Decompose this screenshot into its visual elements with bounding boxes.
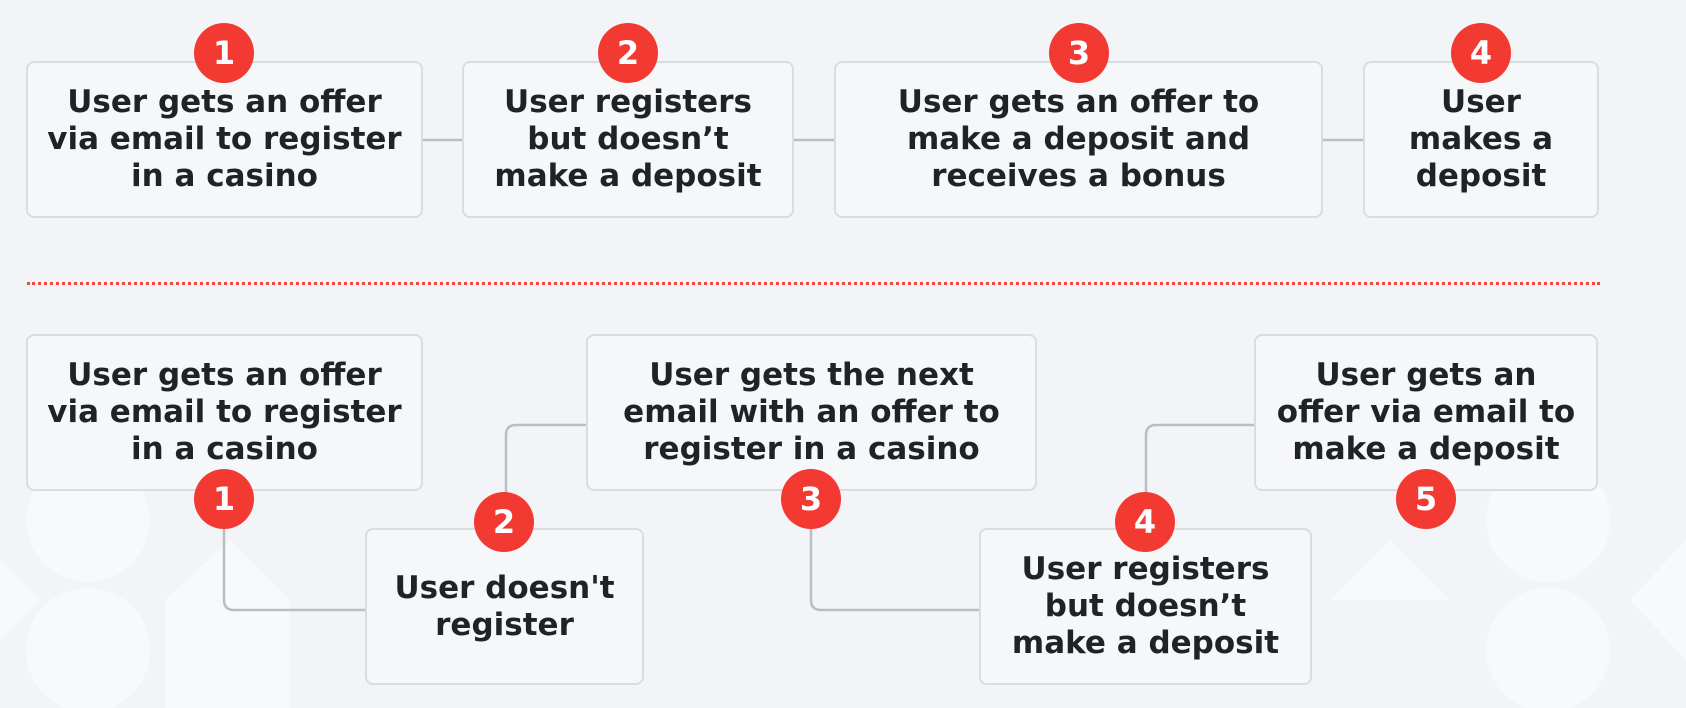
bottom-step-1-badge: 1 [194,469,254,529]
bottom-step-3-badge: 3 [781,469,841,529]
top-step-3-box: User gets an offer to make a deposit and… [834,61,1323,218]
top-step-1-text: User gets an offer via email to register… [47,84,402,194]
top-step-2-box: User registers but doesn’t make a deposi… [462,61,794,218]
bottom-step-2-text: User doesn't register [394,569,615,643]
top-step-1-box: User gets an offer via email to register… [26,61,423,218]
section-divider [27,282,1600,285]
bottom-step-1-text: User gets an offer via email to register… [47,357,402,467]
connector-bottom-3-4 [809,500,980,612]
bottom-step-4-box: User registers but doesn’t make a deposi… [979,528,1312,685]
bottom-step-2-box: User doesn't register [365,528,644,685]
top-step-1-badge: 1 [194,23,254,83]
connector-bottom-2-3 [504,423,587,520]
bottom-step-1-box: User gets an offer via email to register… [26,334,423,491]
top-step-4-badge: 4 [1451,23,1511,83]
connector-bottom-4-5 [1144,423,1255,520]
bottom-step-5-badge: 5 [1396,469,1456,529]
top-step-4-box: User makes a deposit [1363,61,1599,218]
bottom-step-5-text: User gets an offer via email to make a d… [1276,357,1576,467]
bottom-step-5-box: User gets an offer via email to make a d… [1254,334,1598,491]
bottom-step-2-badge: 2 [474,492,534,552]
bottom-step-3-text: User gets the next email with an offer t… [623,357,1000,467]
top-step-2-text: User registers but doesn’t make a deposi… [494,84,762,194]
bottom-step-4-text: User registers but doesn’t make a deposi… [1011,551,1280,661]
top-step-3-text: User gets an offer to make a deposit and… [897,84,1260,194]
top-step-3-badge: 3 [1049,23,1109,83]
bottom-step-3-box: User gets the next email with an offer t… [586,334,1037,491]
bottom-step-4-badge: 4 [1115,492,1175,552]
top-step-2-badge: 2 [598,23,658,83]
top-step-4-text: User makes a deposit [1408,84,1554,194]
connector-bottom-1-2 [222,500,366,612]
